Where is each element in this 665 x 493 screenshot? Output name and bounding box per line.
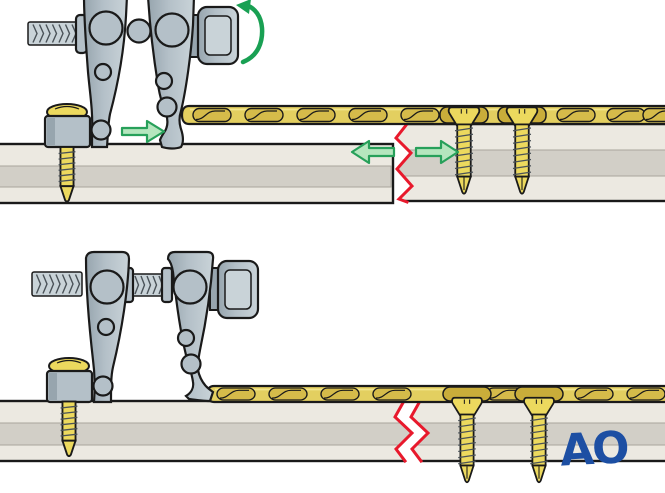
- fracture-line-right: [409, 398, 431, 464]
- fracture-line-left: [393, 398, 415, 464]
- anchor-foot: [43, 103, 92, 149]
- tension-device: [31, 250, 260, 458]
- fracture-line: [393, 121, 415, 204]
- bone-fragment-right: [394, 122, 665, 203]
- ao-logo: AO: [559, 422, 630, 476]
- fragment-left-arrow-icon: [350, 139, 396, 165]
- spindle-ball-joint: [126, 18, 152, 44]
- device-arm-left: [82, 0, 128, 149]
- fragment-right-arrow-icon: [414, 139, 460, 165]
- bone-plate: [205, 384, 665, 404]
- panel-step-2: AO: [0, 250, 665, 484]
- device-arm-hook: [147, 0, 195, 150]
- bone-plate: [180, 104, 665, 126]
- device-arm-left: [84, 250, 131, 404]
- push-right-arrow-icon: [120, 119, 166, 144]
- bone-shaft: [0, 399, 665, 463]
- tensioning-nut: [196, 5, 240, 66]
- device-arm-hook: [166, 250, 215, 403]
- tension-device: [27, 0, 265, 203]
- tensioning-nut: [216, 259, 260, 320]
- anchor-foot: [45, 357, 94, 404]
- rotation-arrow-icon: [236, 0, 265, 65]
- panel-step-1: [0, 0, 665, 205]
